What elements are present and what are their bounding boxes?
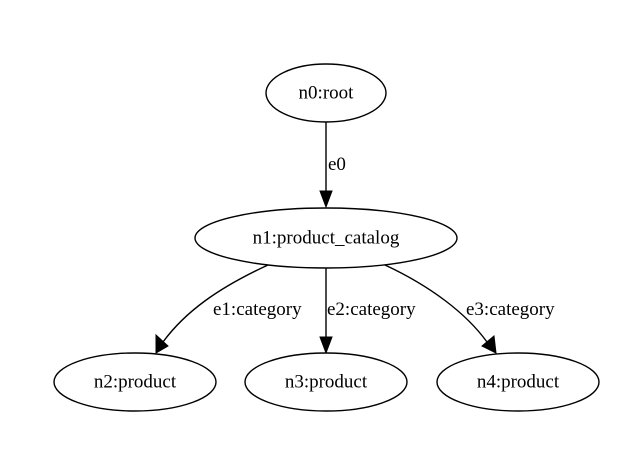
node-n2: n2:product (53, 352, 217, 412)
node-n1: n1:product_catalog (194, 207, 458, 269)
edge-label-e0: e0 (328, 154, 346, 175)
edge-e2: e2:category (319, 268, 416, 355)
edge-e3: e3:category (384, 264, 555, 354)
node-label-n1: n1:product_catalog (253, 228, 400, 249)
node-label-n4: n4:product (477, 372, 560, 393)
node-n4: n4:product (436, 352, 600, 412)
node-n3: n3:product (244, 352, 408, 412)
node-n0: n0:root (265, 63, 387, 123)
edge-label-e3: e3:category (466, 299, 555, 320)
node-label-n3: n3:product (285, 372, 368, 393)
edge-label-e1: e1:category (213, 299, 302, 320)
edge-e0: e0 (319, 122, 346, 209)
node-label-n2: n2:product (94, 372, 177, 393)
node-label-n0: n0:root (299, 83, 355, 104)
edge-e1: e1:category (155, 264, 302, 354)
edge-label-e2: e2:category (327, 299, 416, 320)
